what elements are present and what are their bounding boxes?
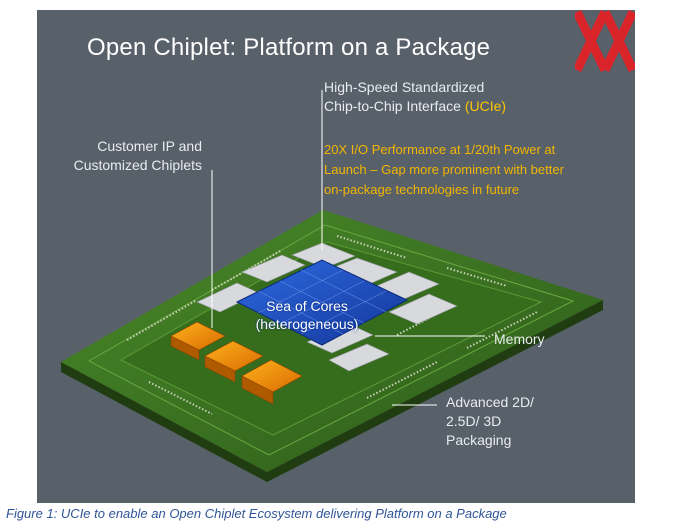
performance-note-line3: on-package technologies in future xyxy=(324,182,520,197)
callout-lines xyxy=(211,90,485,406)
memory-label: Memory xyxy=(494,331,545,347)
ucie-highlight: (UCIe) xyxy=(464,98,507,114)
sea-of-cores-line1: Sea of Cores xyxy=(266,298,348,314)
interface-label-line1: High-Speed Standardized xyxy=(324,79,485,95)
slide-title: Open Chiplet: Platform on a Package xyxy=(87,34,491,61)
performance-note: 20X I/O Performance at 1/20th Power at L… xyxy=(324,140,624,200)
customer-ip-label-line2: Customized Chiplets xyxy=(73,157,202,173)
slide: Open Chiplet: Platform on a Package High… xyxy=(37,10,635,503)
sea-of-cores-label: Sea of Cores (heterogeneous) xyxy=(217,297,397,333)
interface-label: High-Speed Standardized Chip-to-Chip Int… xyxy=(324,78,506,116)
interface-label-line2: Chip-to-Chip Interface xyxy=(324,98,461,114)
package-pads xyxy=(126,235,538,415)
packaging-label-line3: Packaging xyxy=(446,432,512,448)
sea-of-cores-die xyxy=(235,259,409,346)
packaging-label-line1: Advanced 2D/ xyxy=(446,394,534,410)
performance-note-line1: 20X I/O Performance at 1/20th Power at xyxy=(324,142,556,157)
packaging-label: Advanced 2D/ 2.5D/ 3D Packaging xyxy=(446,393,534,450)
sea-of-cores-line2: (heterogeneous) xyxy=(255,316,359,332)
customer-ip-label: Customer IP and Customized Chiplets xyxy=(52,137,202,175)
chiplet-package-illustration xyxy=(61,90,603,482)
figure-caption: Figure 1: UCIe to enable an Open Chiplet… xyxy=(6,506,507,521)
customer-chiplets xyxy=(170,321,303,405)
packaging-label-line2: 2.5D/ 3D xyxy=(446,413,502,429)
hardwareluxx-logo-icon xyxy=(575,10,635,72)
performance-note-line2: Launch – Gap more prominent with better xyxy=(324,162,564,177)
customer-ip-label-line1: Customer IP and xyxy=(97,138,202,154)
